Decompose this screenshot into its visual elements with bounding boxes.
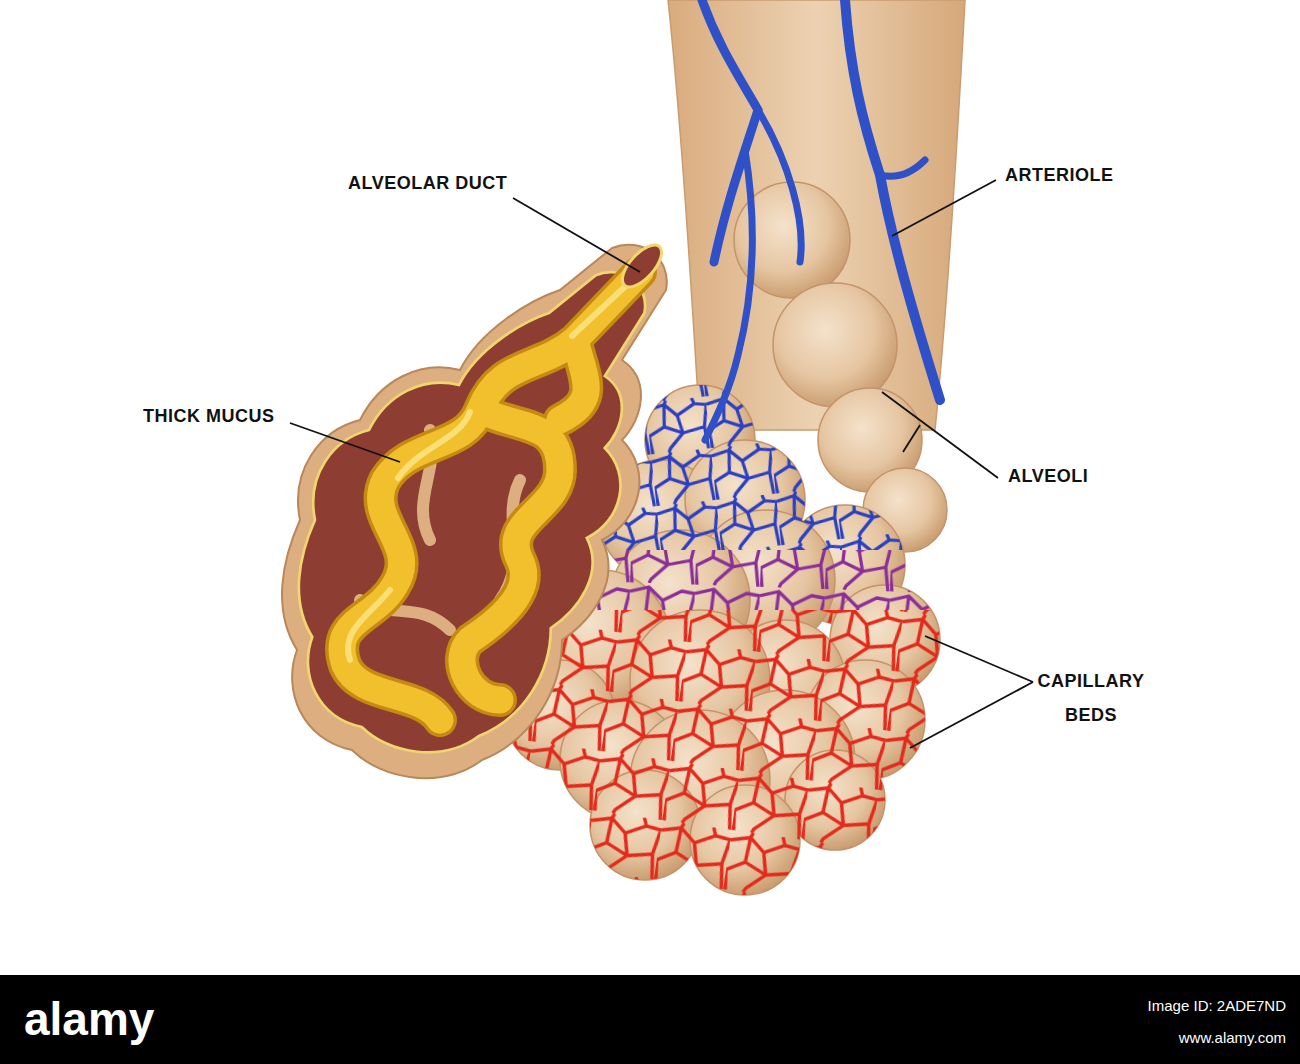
alveoli-illustration <box>0 0 1300 975</box>
footer-bar-ground <box>0 975 1300 1064</box>
mucus-section <box>282 239 668 778</box>
watermark-logo: alamy <box>24 994 154 1045</box>
part-label: ALVEOLI <box>1008 459 1088 493</box>
bronchiole-stem <box>668 0 965 430</box>
part-label: THICK MUCUS <box>143 399 275 433</box>
source-url: www.alamy.com <box>1060 1024 1286 1053</box>
leader-lines <box>290 180 1033 748</box>
part-label: ARTERIOLE <box>1005 158 1114 192</box>
image-id: Image ID: 2ADE7ND <box>1060 992 1286 1021</box>
footer-bar <box>0 975 1300 1064</box>
arteriole-vessels <box>702 0 940 440</box>
part-label: CAPILLARY BEDS <box>1035 664 1147 732</box>
part-label: ALVEOLAR DUCT <box>348 166 507 200</box>
